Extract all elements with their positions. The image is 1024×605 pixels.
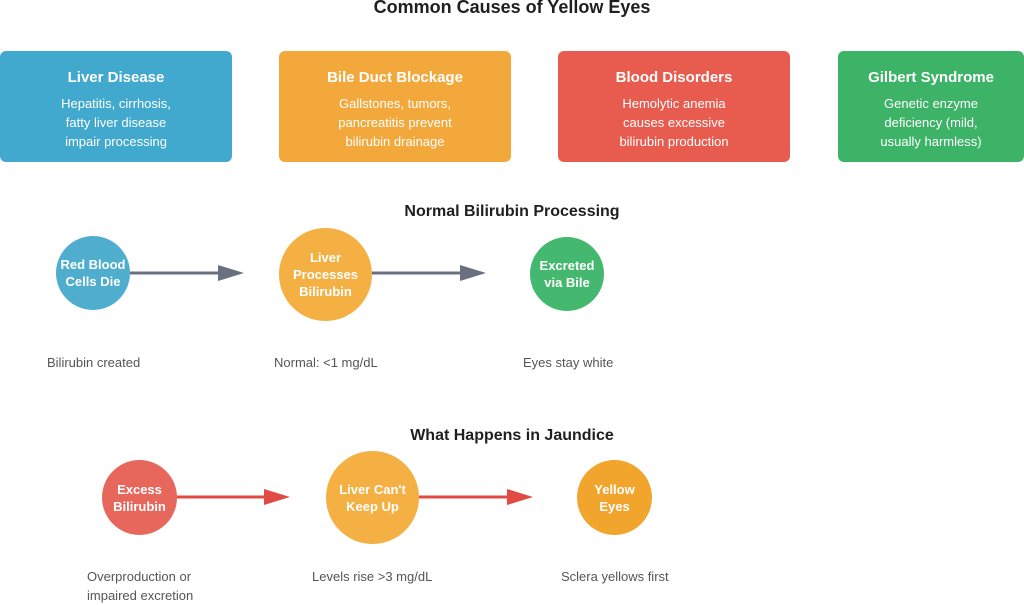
step-liver-cant-keep-up: Liver Can't Keep Up <box>326 451 419 544</box>
arrow-head <box>460 265 486 281</box>
step-caption-line: impaired excretion <box>87 588 194 603</box>
step-label-line: Liver <box>309 250 342 265</box>
step-caption-line: Overproduction or <box>87 569 192 584</box>
step-caption: Normal: <1 mg/dL <box>274 355 378 370</box>
cause-card-gilbert-syndrome: Gilbert Syndrome Genetic enzyme deficien… <box>838 51 1024 162</box>
normal-arrows <box>130 265 486 281</box>
normal-section-title: Normal Bilirubin Processing <box>404 203 620 220</box>
jaundice-section-title: What Happens in Jaundice <box>410 427 614 444</box>
step-label-line: Excreted <box>539 258 595 273</box>
step-label-line: Processes <box>292 267 359 282</box>
step-red-blood-cells-die: Red Blood Cells Die <box>56 236 130 310</box>
step-label-line: via Bile <box>544 275 590 290</box>
step-label-line: Yellow <box>594 481 635 497</box>
cause-card-title: Blood Disorders <box>615 69 733 86</box>
step-caption: Sclera yellows first <box>561 569 669 584</box>
cause-card-title: Liver Disease <box>67 69 165 86</box>
jaundice-arrows <box>176 489 533 505</box>
cause-card-title: Bile Duct Blockage <box>327 69 463 86</box>
cause-card-line: bilirubin drainage <box>345 134 445 149</box>
step-caption: Bilirubin created <box>47 355 141 370</box>
cause-card-line: deficiency (mild, <box>884 115 978 130</box>
step-caption: Eyes stay white <box>523 355 614 370</box>
step-excreted-via-bile: Excreted via Bile <box>530 237 604 311</box>
cause-card-title: Gilbert Syndrome <box>868 69 994 86</box>
arrow-head <box>507 489 533 505</box>
cause-card-line: bilirubin production <box>619 134 729 149</box>
step-label-line: Cells Die <box>65 274 121 289</box>
cause-card-line: usually harmless) <box>880 134 982 149</box>
cause-card-line: fatty liver disease <box>65 115 167 130</box>
cause-card-bile-duct-blockage: Bile Duct Blockage Gallstones, tumors, p… <box>279 51 511 162</box>
step-label-line: Keep Up <box>346 498 399 514</box>
cause-card-line: impair processing <box>65 134 167 149</box>
step-label-line: Red Blood <box>60 257 126 272</box>
cause-card-line: pancreatitis prevent <box>338 115 452 130</box>
arrow-head <box>264 489 290 505</box>
step-excess-bilirubin: Excess Bilirubin <box>102 460 177 535</box>
cause-card-blood-disorders: Blood Disorders Hemolytic anemia causes … <box>558 51 790 162</box>
step-label-line: Bilirubin <box>113 498 166 514</box>
step-label-line: Bilirubin <box>299 284 352 299</box>
cause-card-line: Hemolytic anemia <box>622 96 726 111</box>
step-liver-processes-bilirubin: Liver Processes Bilirubin <box>279 228 372 321</box>
step-yellow-eyes: Yellow Eyes <box>577 460 652 535</box>
step-label-line: Eyes <box>599 498 630 514</box>
step-caption: Levels rise >3 mg/dL <box>312 569 433 584</box>
cause-card-line: causes excessive <box>623 115 725 130</box>
step-label-line: Liver Can't <box>339 481 406 497</box>
step-caption: Overproduction or impaired excretion <box>87 567 197 605</box>
cause-card-liver-disease: Liver Disease Hepatitis, cirrhosis, fatt… <box>0 51 232 162</box>
main-title: Common Causes of Yellow Eyes <box>373 0 651 17</box>
cause-card-line: Gallstones, tumors, <box>339 96 451 111</box>
arrow-head <box>218 265 244 281</box>
cause-card-line: Hepatitis, cirrhosis, <box>61 96 171 111</box>
step-label-line: Excess <box>117 481 162 497</box>
cause-card-line: Genetic enzyme <box>884 96 978 111</box>
